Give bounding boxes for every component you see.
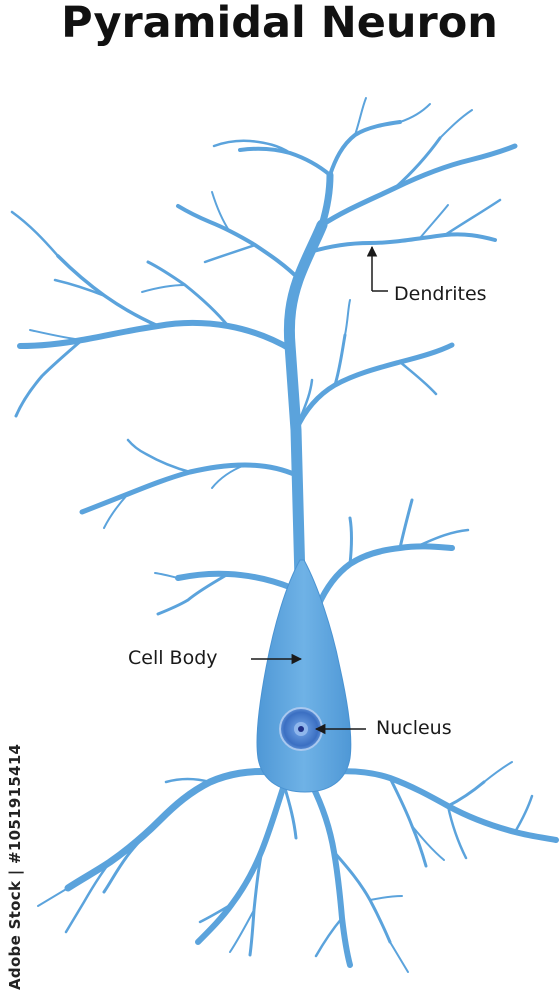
- cell-body: [256, 559, 352, 793]
- dendrite-branch: [308, 232, 497, 254]
- nucleus: [279, 707, 323, 751]
- nucleus-label: Nucleus: [376, 717, 452, 739]
- diagram-title: Pyramidal Neuron: [61, 0, 498, 48]
- cell-body-label: Cell Body: [128, 647, 218, 669]
- stock-watermark: Adobe Stock | #1051915414: [6, 743, 24, 990]
- neuron: [10, 97, 559, 973]
- apical-dendrite-trunk: [283, 219, 328, 586]
- dendrites-label: Dendrites: [394, 283, 487, 305]
